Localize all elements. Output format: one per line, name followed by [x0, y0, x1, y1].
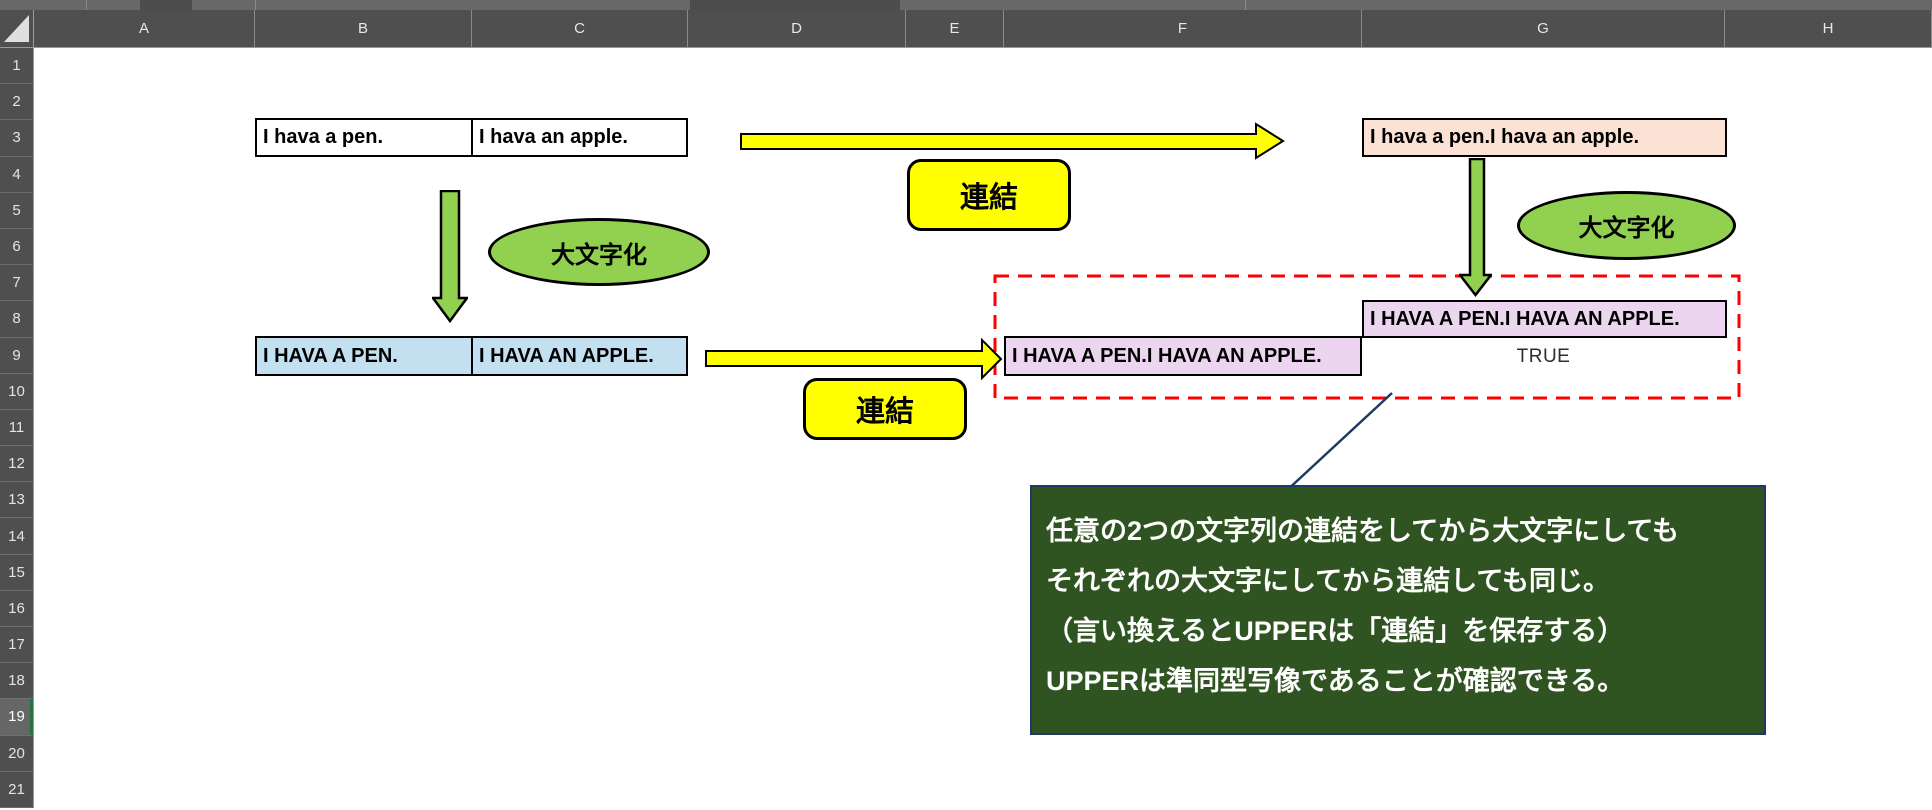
- select-all-corner[interactable]: [0, 10, 34, 48]
- uppercase-cells-row9: I HAVA A PEN. I HAVA AN APPLE.: [255, 336, 688, 376]
- cell-C3[interactable]: I hava an apple.: [471, 120, 686, 155]
- ribbon-edge-strip: [0, 0, 1932, 10]
- cell-B9[interactable]: I HAVA A PEN.: [257, 338, 471, 374]
- uppercase-ellipse-right-text: 大文字化: [1578, 215, 1675, 242]
- note-line-4: UPPERは準同型写像であることが確認できる。: [1046, 665, 1625, 696]
- equality-dashed-frame[interactable]: [992, 273, 1742, 402]
- note-line-1: 任意の2つの文字列の連結をしてから大文字にしても: [1046, 515, 1680, 546]
- cell-C9[interactable]: I HAVA AN APPLE.: [471, 338, 686, 374]
- ribbon-segment: [140, 0, 192, 10]
- row-header-19[interactable]: 19: [0, 699, 34, 736]
- row-header-6[interactable]: 6: [0, 228, 34, 266]
- uppercase-arrow-right[interactable]: [1459, 158, 1492, 297]
- row-header-17[interactable]: 17: [0, 627, 34, 664]
- ribbon-divider: [255, 0, 256, 10]
- row-header-16[interactable]: 16: [0, 590, 34, 627]
- column-header-H[interactable]: H: [1725, 10, 1932, 48]
- column-header-C[interactable]: C: [472, 10, 688, 48]
- row-header-9[interactable]: 9: [0, 337, 34, 374]
- column-header-A[interactable]: A: [34, 10, 255, 48]
- row-header-7[interactable]: 7: [0, 265, 34, 302]
- note-line-3: （言い換えるとUPPERは「連結」を保存する）: [1046, 615, 1625, 646]
- uppercase-ellipse-right[interactable]: 大文字化: [1517, 191, 1736, 260]
- concat-label-top[interactable]: 連結: [907, 159, 1071, 231]
- cell-G8[interactable]: I HAVA A PEN.I HAVA AN APPLE.: [1362, 300, 1727, 338]
- column-header-E[interactable]: E: [906, 10, 1004, 48]
- row-header-4[interactable]: 4: [0, 156, 34, 193]
- note-box[interactable]: 任意の2つの文字列の連結をしてから大文字にしても それぞれの大文字にしてから連結…: [1030, 485, 1766, 735]
- row-header-3[interactable]: 3: [0, 120, 34, 157]
- row-header-21[interactable]: 21: [0, 771, 34, 808]
- cell-G9[interactable]: TRUE: [1516, 346, 1571, 367]
- row-header-20[interactable]: 20: [0, 735, 34, 772]
- row-header-1[interactable]: 1: [0, 48, 34, 85]
- cell-B3[interactable]: I hava a pen.: [263, 126, 384, 148]
- ribbon-segment: [690, 0, 900, 10]
- row-header-5[interactable]: 5: [0, 192, 34, 229]
- row-header-11[interactable]: 11: [0, 409, 34, 447]
- selected-row-indicator: [30, 699, 33, 735]
- row-header-10[interactable]: 10: [0, 373, 34, 410]
- concat-label-bottom[interactable]: 連結: [803, 378, 967, 440]
- row-header-13[interactable]: 13: [0, 482, 34, 519]
- ribbon-divider: [1245, 0, 1246, 10]
- column-header-F[interactable]: F: [1004, 10, 1362, 48]
- cell-F9[interactable]: I HAVA A PEN.I HAVA AN APPLE.: [1004, 336, 1362, 376]
- uppercase-arrow-left[interactable]: [432, 190, 468, 323]
- select-all-triangle-icon: [4, 15, 29, 42]
- concat-label-bottom-text: 連結: [855, 396, 914, 428]
- concat-arrow-top[interactable]: [740, 122, 1285, 160]
- row-header-15[interactable]: 15: [0, 554, 34, 591]
- row-header-14[interactable]: 14: [0, 518, 34, 555]
- concat-arrow-bottom[interactable]: [705, 338, 1003, 381]
- row-header-18[interactable]: 18: [0, 663, 34, 700]
- column-header-D[interactable]: D: [688, 10, 906, 48]
- uppercase-ellipse-left-text: 大文字化: [551, 241, 647, 269]
- note-line-2: それぞれの大文字にしてから連結しても同じ。: [1046, 565, 1611, 596]
- row-header-12[interactable]: 12: [0, 446, 34, 483]
- row-header-8[interactable]: 8: [0, 301, 34, 338]
- uppercase-ellipse-left[interactable]: 大文字化: [488, 218, 710, 286]
- ribbon-divider: [86, 0, 87, 10]
- callout-line[interactable]: [1280, 390, 1396, 496]
- source-cells-row3: I hava a pen. I hava an apple.: [255, 118, 688, 157]
- column-header-B[interactable]: B: [255, 10, 472, 48]
- cell-G3[interactable]: I hava a pen.I hava an apple.: [1362, 118, 1727, 157]
- concat-label-top-text: 連結: [959, 182, 1018, 214]
- column-header-G[interactable]: G: [1362, 10, 1725, 48]
- row-header-2[interactable]: 2: [0, 84, 34, 121]
